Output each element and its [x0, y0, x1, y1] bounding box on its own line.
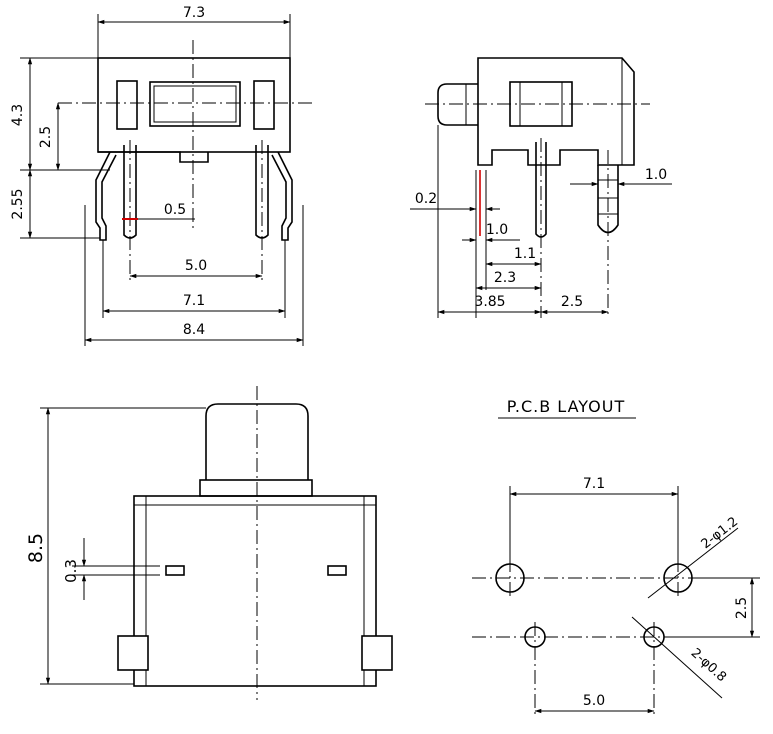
pcb-leader-large	[647, 527, 739, 599]
dim-c: 2.3	[494, 270, 516, 286]
pcb-layout-title: P.C.B LAYOUT	[507, 397, 626, 416]
dim-lead-width: 0.5	[164, 202, 186, 218]
front-leg-left	[95, 151, 117, 241]
dim-height-body: 2.5	[38, 126, 54, 148]
top-view: 8.5 0.3	[25, 386, 393, 700]
pcb-dim-row-offset: 2.5	[734, 597, 750, 619]
dim-b: 1.1	[514, 246, 536, 262]
dim-small: 0.3	[62, 559, 80, 583]
dim-lead-height: 2.55	[10, 188, 26, 219]
front-body-outline	[97, 57, 291, 153]
dim-pin-spacing: 5.0	[185, 258, 207, 274]
pcb-dim-large-hole: 2-φ1.2	[699, 514, 742, 552]
dim-d: 3.85	[474, 294, 505, 310]
front-window-left	[116, 80, 138, 130]
front-actuator	[149, 81, 241, 127]
front-body-notch	[98, 151, 209, 163]
front-window-right	[253, 80, 275, 130]
side-body-outline	[477, 57, 635, 166]
top-body-outline	[133, 495, 377, 687]
top-slot-right	[327, 565, 347, 576]
dim-overall-width: 8.4	[183, 322, 205, 338]
dim-width-top: 7.3	[183, 5, 205, 21]
top-button-collar	[199, 479, 313, 497]
pcb-leader-small	[631, 616, 723, 699]
front-leg-right	[271, 151, 293, 241]
front-view: 7.3 4.3 2.5 2.55 0.5 5.0 7.1 8.4	[10, 5, 312, 346]
dim-e: 2.5	[561, 294, 583, 310]
pcb-dim-small-hole: 2-φ0.8	[688, 646, 729, 685]
dim-pin-span: 7.1	[183, 293, 205, 309]
dim-lead-thickness: 1.0	[645, 167, 667, 183]
top-tab-left	[117, 635, 149, 671]
top-tab-right	[361, 635, 393, 671]
dim-gap: 0.2	[415, 191, 437, 207]
dim-total-height: 8.5	[25, 533, 47, 563]
front-actuator-inner	[153, 85, 237, 123]
side-view: 1.0 0.2 1.0 1.1 2.3 3.85 2.5	[410, 57, 672, 318]
dim-height-overall: 4.3	[10, 104, 26, 126]
top-slot-left	[165, 565, 185, 576]
pcb-dim-small-pitch: 5.0	[583, 693, 605, 709]
dim-a: 1.0	[486, 222, 508, 238]
pcb-layout: P.C.B LAYOUT 7.1 2-φ1.2 2.5 2-φ0.8 5.0	[472, 397, 760, 718]
pcb-dim-large-pitch: 7.1	[583, 476, 605, 492]
